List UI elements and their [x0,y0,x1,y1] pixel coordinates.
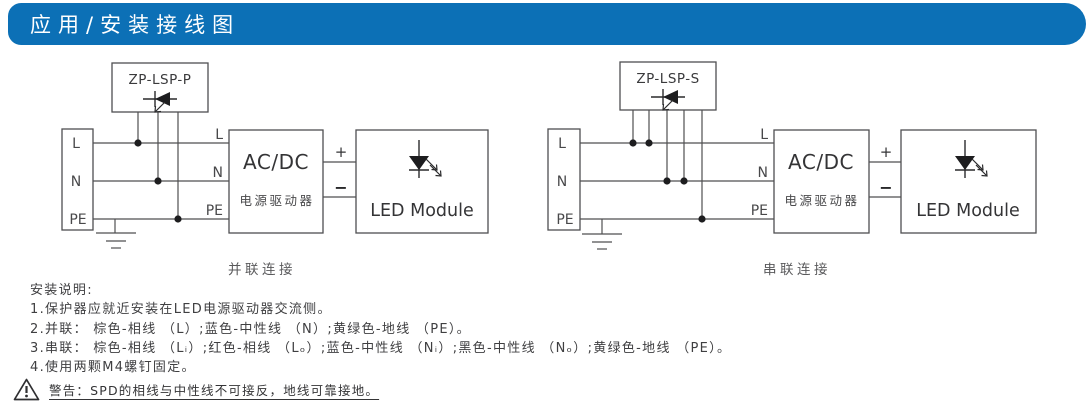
section-header: 应用/安装接线图 [8,3,1086,45]
note-line-1: 1.保护器应就近安装在LED电源驱动器交流侧。 [30,302,332,318]
junction-dot [680,177,688,185]
terminal-box [547,128,581,231]
terminal-pe-label: PE [556,212,573,228]
wire-pe-label: PE [206,203,223,219]
mains-wires [580,142,774,220]
caption-series: 串联连接 [763,261,831,278]
led-module-label: LED Module [370,201,473,221]
terminal-box [61,128,94,231]
note-line-3: 3.串联： 棕色-相线 （Lᵢ）;红色-相线 （Lₒ）;蓝色-中性线 （Nᵢ）;… [30,340,732,356]
note-line-4: 4.使用两颗M4螺钉固定。 [30,360,196,376]
wire-l-label: L [215,127,223,143]
warning-icon [13,378,40,401]
junction-dot [645,139,653,147]
section-title: 应用/安装接线图 [30,13,241,37]
plus-label: + [335,143,348,161]
wire-n-label: N [213,165,223,181]
spd-drop-wires [632,110,703,219]
acdc-label: AC/DC [243,150,309,174]
led-module-box [355,129,489,234]
junction-dot [698,215,706,223]
junction-dot [134,139,142,147]
note-line-2: 2.并联： 棕色-相线 （L）;蓝色-中性线 （N）;黄绿色-地线 （PE）。 [30,321,471,337]
spd-box-label: ZP-LSP-P [129,72,192,88]
terminal-n-label: N [557,174,567,190]
plus-label: + [880,143,893,161]
series-diagram: ZP-LSP-S L N PE L N PE AC/DC 电源驱动器 + − [547,61,1037,278]
driver-label: 电源驱动器 [239,193,314,208]
junction-dot [629,139,637,147]
led-module-label: LED Module [916,201,1019,221]
acdc-driver-box [228,129,324,234]
dc-output-wires [869,161,901,198]
wiring-diagram: ZP-LSP-P L N PE L N PE AC/DC 电源驱动器 + − [61,61,1037,278]
spd-drop-wires [137,112,179,219]
spd-box-label: ZP-LSP-S [636,71,699,87]
terminal-l-label: L [558,136,566,152]
installation-notes: 安装说明: 1.保护器应就近安装在LED电源驱动器交流侧。 2.并联： 棕色-相… [30,281,731,377]
wire-n-label: N [758,165,768,181]
acdc-label: AC/DC [788,150,854,174]
minus-label: − [879,178,892,197]
wire-l-label: L [760,127,768,143]
driver-label: 电源驱动器 [784,193,859,208]
wire-pe-label: PE [751,203,768,219]
junction-dot [663,177,671,185]
junction-dot [154,177,162,185]
acdc-driver-box [773,129,870,234]
ground-icon [95,232,137,249]
terminal-l-label: L [72,136,80,152]
led-module-box [900,129,1037,234]
warning-row: 警告：SPD的相线与中性线不可接反，地线可靠接地。 [13,378,379,401]
caption-parallel: 并联连接 [228,261,296,278]
minus-label: − [334,178,347,197]
notes-heading: 安装说明: [30,283,93,298]
parallel-diagram: ZP-LSP-P L N PE L N PE AC/DC 电源驱动器 + − [61,62,489,278]
junction-dot [174,215,182,223]
terminal-n-label: N [71,174,81,190]
ground-icon [581,233,623,250]
dc-output-wires [323,161,356,198]
warning-text: 警告：SPD的相线与中性线不可接反，地线可靠接地。 [49,383,380,398]
terminal-pe-label: PE [69,212,86,228]
